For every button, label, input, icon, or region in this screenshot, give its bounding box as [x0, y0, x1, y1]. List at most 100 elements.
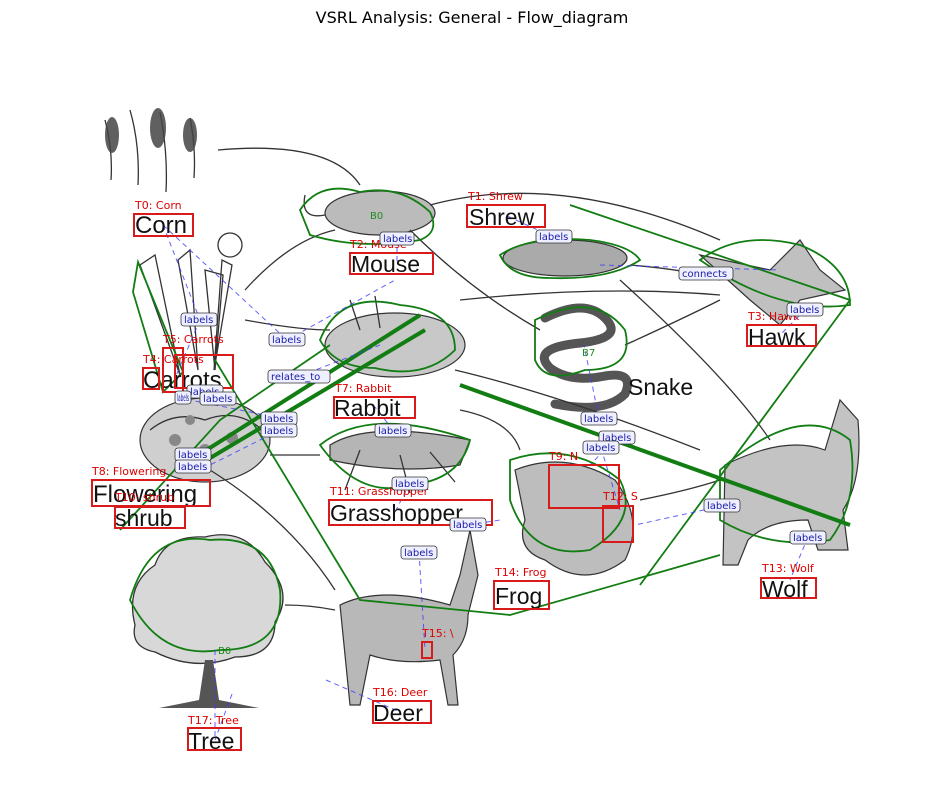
box-grasshopper	[328, 499, 493, 526]
svg-text:labels: labels	[586, 443, 615, 454]
edge-pill: labels	[260, 411, 298, 426]
box-n	[548, 464, 620, 509]
svg-text:labels: labels	[184, 315, 213, 326]
carrots-sketch	[139, 232, 243, 376]
edge-pill: labels	[535, 229, 573, 244]
svg-text:labels: labels	[790, 305, 819, 316]
tag-t12: T12: S	[602, 490, 638, 503]
text-boxes	[91, 204, 817, 751]
label-corn: Corn	[135, 212, 187, 239]
relation-pills: labels labels connects labels labels lab…	[174, 229, 827, 560]
region-ids: B0 B7 B0	[218, 211, 595, 657]
box-mouse	[349, 252, 434, 275]
edge-pill: labels	[199, 391, 237, 406]
tag-t8: T8: Flowering	[91, 465, 166, 478]
edge-pill: labels	[374, 423, 412, 438]
label-rabbit: Rabbit	[334, 395, 401, 421]
label-shrew: Shrew	[469, 204, 535, 230]
edge-pill: labels	[703, 498, 741, 513]
box-hawk	[746, 324, 817, 347]
svg-text:labels: labels	[203, 394, 232, 405]
box-frog	[493, 580, 550, 610]
box-carrots-a	[142, 367, 160, 390]
tree-sketch	[131, 534, 284, 708]
label-grasshopper: Grasshopper	[330, 500, 463, 526]
edge-pill: labels	[268, 332, 306, 347]
tag-t15: T15: \	[421, 627, 454, 640]
box-tree	[187, 727, 242, 751]
region-id-snake: B7	[582, 348, 595, 359]
svg-text:connects: connects	[682, 269, 727, 280]
edge-pill: labels	[174, 459, 212, 474]
svg-text:labels: labels	[272, 335, 301, 346]
edge-pill: labels	[449, 517, 487, 532]
tag-t17: T17: Tree	[187, 714, 239, 727]
edge-pill: labels	[400, 545, 438, 560]
svg-text:labels: labels	[584, 414, 613, 425]
tag-t5: T5: Carrots	[162, 333, 224, 346]
rabbit-sketch	[324, 295, 466, 378]
tag-t1: T1: Shrew	[467, 190, 523, 203]
box-shrub	[114, 506, 186, 529]
edge-pill: labels	[580, 411, 618, 426]
tag-t9: T9: N	[548, 450, 578, 463]
svg-text:labels: labels	[793, 533, 822, 544]
label-deer: Deer	[373, 700, 423, 726]
svg-text:labels: labels	[395, 479, 424, 490]
snake-sketch	[539, 303, 632, 412]
frog-sketch	[514, 461, 634, 576]
edge-pill: connects	[678, 266, 734, 281]
label-mouse: Mouse	[351, 251, 420, 277]
box-corn	[133, 213, 194, 237]
corn-sketch	[104, 108, 197, 193]
edge-pill: labels	[174, 447, 212, 462]
box-rabbit	[333, 396, 416, 419]
box-backslash	[421, 641, 433, 659]
box-s	[602, 505, 634, 543]
svg-text:labels: labels	[539, 232, 568, 243]
edge-pill: labels	[180, 312, 218, 327]
svg-text:labels: labels	[602, 433, 631, 444]
label-frog: Frog	[495, 583, 542, 609]
figure-title: VSRL Analysis: General - Flow_diagram	[315, 8, 629, 27]
label-shrub: shrub	[115, 505, 173, 531]
edge-pill: labels	[582, 440, 620, 455]
printed-labels: Corn Shrew Mouse Hawk Carrots Rabbit Sna…	[93, 204, 808, 754]
svg-text:labels: labels	[177, 393, 189, 404]
svg-text:labels: labels	[383, 234, 412, 245]
tag-t4: T4: Carrots	[142, 353, 204, 366]
tag-t7: T7: Rabbit	[334, 382, 392, 395]
tag-t13: T13: Wolf	[761, 562, 815, 575]
label-flowering: Flowering	[93, 481, 197, 508]
svg-text:labels: labels	[404, 548, 433, 559]
deer-sketch	[339, 529, 479, 706]
tag-t0: T0: Corn	[134, 199, 182, 212]
edge-pill: relates_to	[267, 369, 331, 384]
region-id-tree: B0	[218, 646, 231, 657]
organism-sketches	[104, 108, 860, 708]
wolf-sketch	[722, 398, 860, 566]
tag-t14: T14: Frog	[494, 566, 546, 579]
svg-text:labels: labels	[264, 426, 293, 437]
edge-pill: labels	[786, 302, 824, 317]
box-shrew	[466, 204, 546, 228]
svg-text:labels: labels	[453, 520, 482, 531]
svg-text:labels: labels	[178, 462, 207, 473]
svg-text:labels: labels	[264, 414, 293, 425]
box-deer	[372, 700, 432, 724]
box-carrots-b	[162, 347, 184, 393]
tag-t10: T10: shrub	[114, 491, 174, 504]
edge-pill: labels	[174, 390, 192, 405]
edge-pill: labels	[260, 423, 298, 438]
edge-pill: labels	[391, 476, 429, 491]
edge-pill: labels	[379, 231, 415, 246]
svg-text:labels: labels	[178, 450, 207, 461]
svg-text:relates_to: relates_to	[271, 372, 320, 383]
svg-text:labels: labels	[378, 426, 407, 437]
tag-t16: T16: Deer	[372, 686, 428, 699]
box-wolf	[760, 577, 817, 599]
region-id-mouse: B0	[370, 211, 383, 222]
svg-text:labels: labels	[707, 501, 736, 512]
hawk-sketch	[697, 239, 847, 326]
